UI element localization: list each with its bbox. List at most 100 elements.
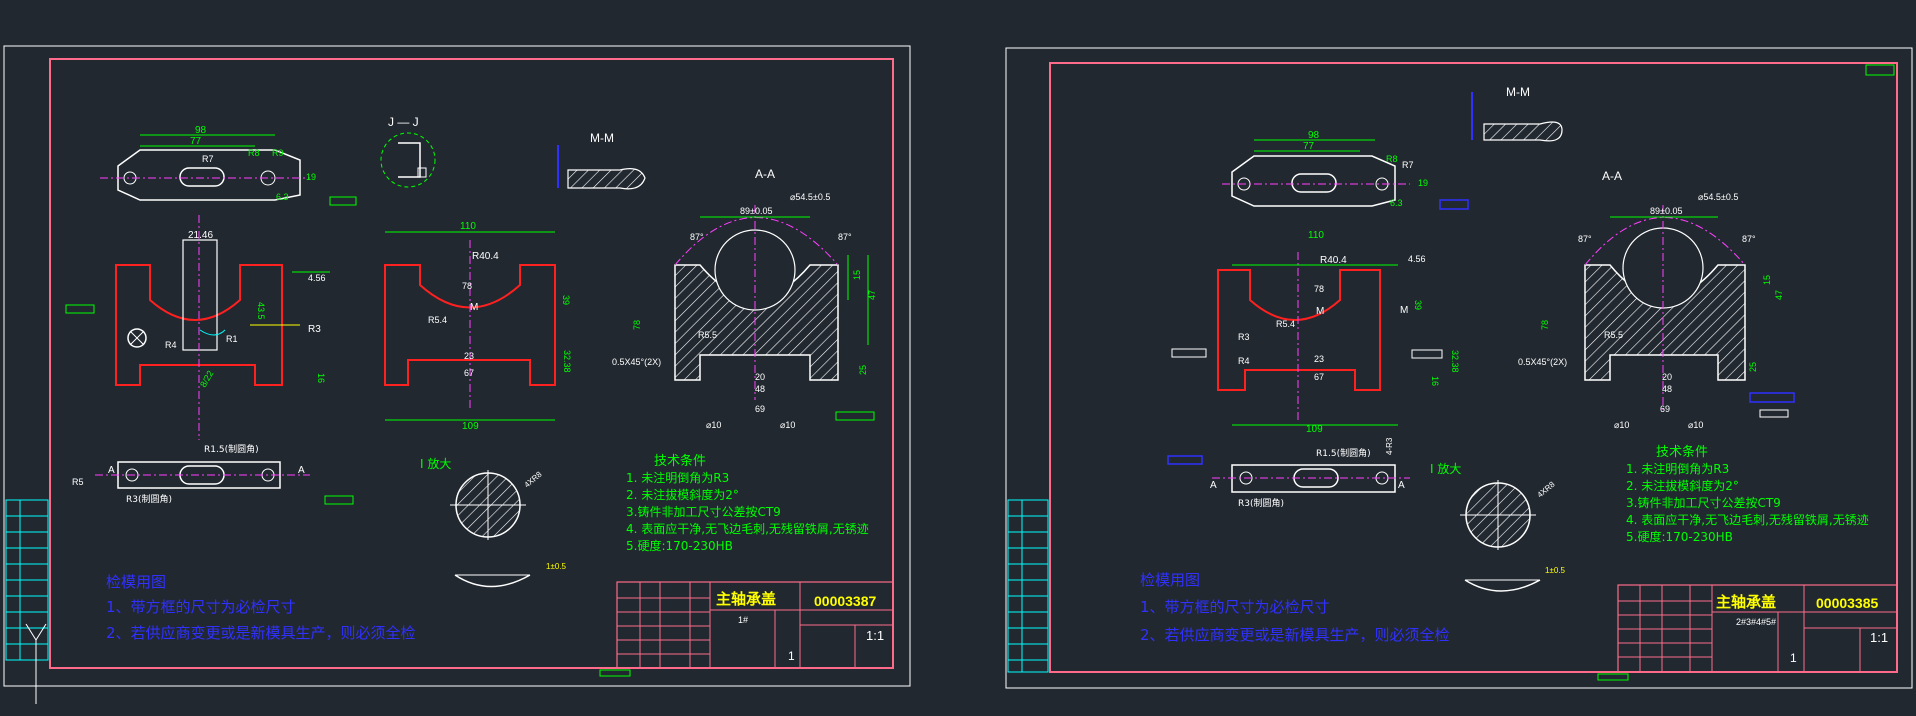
tech-item: 4. 表面应干净,无飞边毛刺,无残留铁屑,无锈迹 <box>626 521 869 536</box>
inspection-notes: 检模用图 1、带方框的尺寸为必检尺寸 2、若供应商变更或是新模具生产，则必须全检 <box>106 573 416 642</box>
dim-110: 110 <box>1308 230 1324 241</box>
dim-r1-5: R1.5(制圆角) <box>1316 447 1371 459</box>
inspection-item: 1、带方框的尺寸为必检尺寸 <box>1140 598 1330 616</box>
tech-item: 1. 未注明倒角为R3 <box>1626 461 1729 476</box>
front-view: 21.46 4.56 43.5 R3 R1 R4 16 8/22 <box>65 215 330 440</box>
inspection-item: 2、若供应商变更或是新模具生产，则必须全检 <box>1140 626 1450 644</box>
aa-section-view: A-A 89±0.05 ⌀54.5±0.5 87° 87° 15 47 78 R… <box>1518 169 1795 430</box>
dim-109: 109 <box>462 421 479 432</box>
tech-item: 2. 未注拔模斜度为2° <box>1626 478 1739 493</box>
dim-r4: R4 <box>165 340 177 350</box>
label-mm: M-M <box>1506 85 1530 99</box>
inspection-notes: 检模用图 1、带方框的尺寸为必检尺寸 2、若供应商变更或是新模具生产，则必须全检 <box>1140 571 1450 644</box>
inspection-item: 2、若供应商变更或是新模具生产，则必须全检 <box>106 624 416 642</box>
material-note: 1# <box>738 615 748 625</box>
dim-tol: 1±0.5 <box>1545 566 1566 575</box>
dim-77: 77 <box>1303 141 1315 152</box>
tech-item: 3.铸件非加工尺寸公差按CT9 <box>1626 495 1781 510</box>
dim-6-3: 6.3 <box>276 192 289 202</box>
section-a-left: A <box>108 465 115 476</box>
dim-78b: 78 <box>1540 320 1550 330</box>
dim-r8: R8 <box>1386 154 1398 164</box>
bottom-plan-view: R1.5(制圆角) R3(制圆角) R5 A A <box>72 443 354 505</box>
dim-4-56: 4.56 <box>308 273 326 283</box>
bottom-plan-view: R1.5(制圆角) R3(制圆角) 4-R3 A A <box>1167 437 1410 509</box>
inspection-item: 1、带方框的尺寸为必检尺寸 <box>106 598 296 616</box>
dim-16: 16 <box>1430 376 1440 386</box>
tech-item: 1. 未注明倒角为R3 <box>626 470 729 485</box>
title-block: 主轴承盖 00003387 1# 1:1 1 <box>599 581 894 677</box>
dim-6-3: 6.3 <box>1390 198 1403 208</box>
dim-r3-round: R3(制圆角) <box>1238 497 1284 509</box>
dim-phi-54: ⌀54.5±0.5 <box>790 192 830 202</box>
dim-67: 67 <box>464 368 474 378</box>
sheet-count: 1 <box>1790 651 1797 665</box>
dim-19: 19 <box>1418 178 1428 188</box>
dim-phi10-left: ⌀10 <box>1614 420 1629 430</box>
tech-item: 2. 未注拔模斜度为2° <box>626 487 739 502</box>
dim-r3-round: R3(制圆角) <box>126 493 172 505</box>
dim-phi10-right: ⌀10 <box>780 420 795 430</box>
dim-r5-5: R5.5 <box>1604 330 1623 340</box>
dim-r4: R4 <box>1238 356 1250 366</box>
dim-8-22: 8/22 <box>198 369 215 389</box>
dim-r7: R7 <box>202 154 214 164</box>
tech-title: 技术条件 <box>1656 444 1708 460</box>
tech-item: 5.硬度:170-230HB <box>626 538 733 553</box>
sheet-count: 1 <box>788 649 795 663</box>
dim-r3: R3 <box>1238 332 1250 342</box>
dim-47: 47 <box>1774 290 1784 300</box>
dim-69: 69 <box>755 404 765 414</box>
dim-25: 25 <box>858 365 868 375</box>
mm-section-view: M-M <box>1471 85 1563 142</box>
technical-notes: 技术条件 1. 未注明倒角为R3 2. 未注拔模斜度为2° 3.铸件非加工尺寸公… <box>1626 444 1869 544</box>
dim-r8: R8 <box>248 148 260 158</box>
detail-view: I 放大 4XR8 1±0.5 <box>1430 461 1566 592</box>
dim-89: 89±0.05 <box>1650 206 1682 216</box>
dim-78: 78 <box>1314 284 1324 294</box>
dim-32-38: 32.38 <box>1450 350 1460 373</box>
front-view: 110 R40.4 4.56 78 M M 39 R5.4 R3 R4 23 6… <box>1171 230 1460 435</box>
dim-67: 67 <box>1314 372 1324 382</box>
scale: 1:1 <box>1870 630 1888 645</box>
dim-r5-5: R5.5 <box>698 330 717 340</box>
dim-m: M <box>470 302 478 313</box>
sheet-right: 98 77 R7 R8 19 6.3 M-M 110 R40.4 4.56 78… <box>1005 47 1913 689</box>
dim-109: 109 <box>1306 424 1323 435</box>
sheet-left: 98 77 R7 R8 R9 19 6.3 J — J M-M <box>3 45 911 704</box>
dim-chamfer: 0.5X45°(2X) <box>612 357 661 367</box>
dim-39: 39 <box>1413 300 1423 310</box>
part-name: 主轴承盖 <box>1716 593 1776 611</box>
dim-32-38: 32.38 <box>562 350 572 373</box>
dim-r5: R5 <box>72 477 84 487</box>
dim-87-right: 87° <box>1742 234 1756 244</box>
dim-20: 20 <box>1662 372 1672 382</box>
drawing-frame <box>1049 62 1898 673</box>
label-detail: I 放大 <box>1430 461 1461 476</box>
dim-4xr8: 4XR8 <box>523 469 545 489</box>
dim-4-56: 4.56 <box>1408 254 1426 264</box>
dim-phi10-right: ⌀10 <box>1688 420 1703 430</box>
scale: 1:1 <box>866 628 884 643</box>
part-name: 主轴承盖 <box>716 590 776 608</box>
drawing-frame <box>49 58 894 669</box>
part-number: 00003385 <box>1816 595 1879 611</box>
material-note: 2#3#4#5# <box>1736 617 1776 627</box>
dim-87-left: 87° <box>690 232 704 242</box>
part-number: 00003387 <box>814 593 877 609</box>
dim-r5-4: R5.4 <box>1276 319 1295 329</box>
dim-r3: R3 <box>308 324 321 335</box>
label-mm: M-M <box>590 131 614 145</box>
dim-m: M <box>1316 306 1324 317</box>
dim-23: 23 <box>1314 354 1324 364</box>
label-jj: J — J <box>388 115 419 129</box>
dim-4-r3: 4-R3 <box>1385 437 1394 455</box>
dim-69: 69 <box>1660 404 1670 414</box>
dim-98: 98 <box>195 125 207 136</box>
dim-r7: R7 <box>1402 160 1414 170</box>
sheet-border <box>3 45 911 687</box>
dim-r40-4: R40.4 <box>1320 255 1347 266</box>
dim-39: 39 <box>561 295 571 305</box>
dim-16: 16 <box>316 373 326 383</box>
